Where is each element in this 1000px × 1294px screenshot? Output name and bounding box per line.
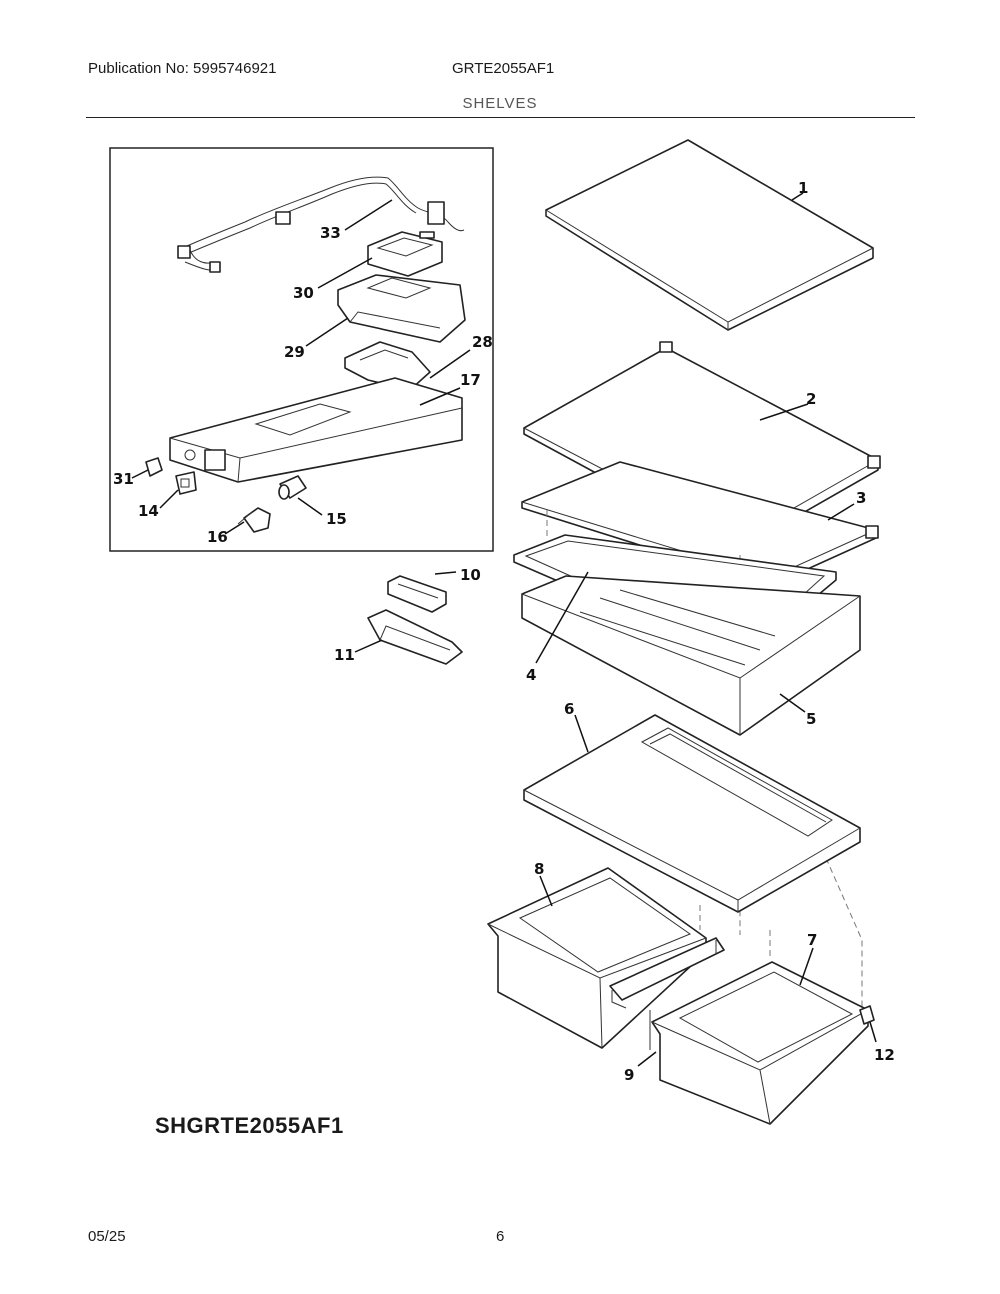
- part-31-knob: [145, 457, 163, 477]
- callout-3: 3: [856, 489, 866, 507]
- callout-10: 10: [460, 566, 481, 584]
- callout-11: 11: [334, 646, 355, 664]
- part-16-clip: [237, 507, 271, 533]
- leader-lines: [131, 192, 877, 1067]
- callout-2: 2: [806, 390, 816, 408]
- page-number: 6: [496, 1228, 505, 1245]
- callout-1: 1: [798, 179, 808, 197]
- callout-9: 9: [624, 1066, 634, 1084]
- part-6-glass-shelf: [523, 714, 861, 913]
- part-28-lower-housing: [344, 341, 431, 391]
- section-title: SHELVES: [462, 95, 538, 112]
- part-14-switch: [175, 471, 197, 495]
- inset-frame: [109, 147, 494, 552]
- callout-31: 31: [113, 470, 134, 488]
- part-8-drawer: [487, 867, 707, 1049]
- part-1-glass-shelf: [545, 139, 874, 331]
- callout-7: 7: [807, 931, 817, 949]
- diagram-code: SHGRTE2055AF1: [155, 1113, 344, 1138]
- part-12-clip: [859, 1005, 875, 1025]
- callout-29: 29: [284, 343, 305, 361]
- callout-14: 14: [138, 502, 159, 520]
- part-30-filter-frame: [367, 231, 443, 277]
- part-7-drawer: [651, 961, 869, 1125]
- part-33-wire-harness: [177, 176, 465, 273]
- callout-28: 28: [472, 333, 493, 351]
- callout-12: 12: [874, 1046, 895, 1064]
- part-10-cover: [387, 575, 447, 613]
- callout-4: 4: [526, 666, 536, 684]
- header-rule: [86, 117, 915, 118]
- callout-16: 16: [207, 528, 228, 546]
- part-15-sensor: [278, 475, 307, 500]
- callout-6: 6: [564, 700, 574, 718]
- callout-33: 33: [320, 224, 341, 242]
- part-11-tray: [367, 609, 463, 665]
- part-29-housing: [337, 274, 466, 343]
- callout-30: 30: [293, 284, 314, 302]
- callout-15: 15: [326, 510, 347, 528]
- part-5-crisper-pan: [521, 575, 861, 736]
- part-17-control-tray: [169, 377, 463, 483]
- callout-5: 5: [806, 710, 816, 728]
- footer-date: 05/25: [88, 1228, 126, 1245]
- publication-number: Publication No: 5995746921: [88, 60, 277, 77]
- callout-8: 8: [534, 860, 544, 878]
- part-9-divider: [609, 937, 725, 1050]
- callout-17: 17: [460, 371, 481, 389]
- model-number: GRTE2055AF1: [452, 60, 555, 77]
